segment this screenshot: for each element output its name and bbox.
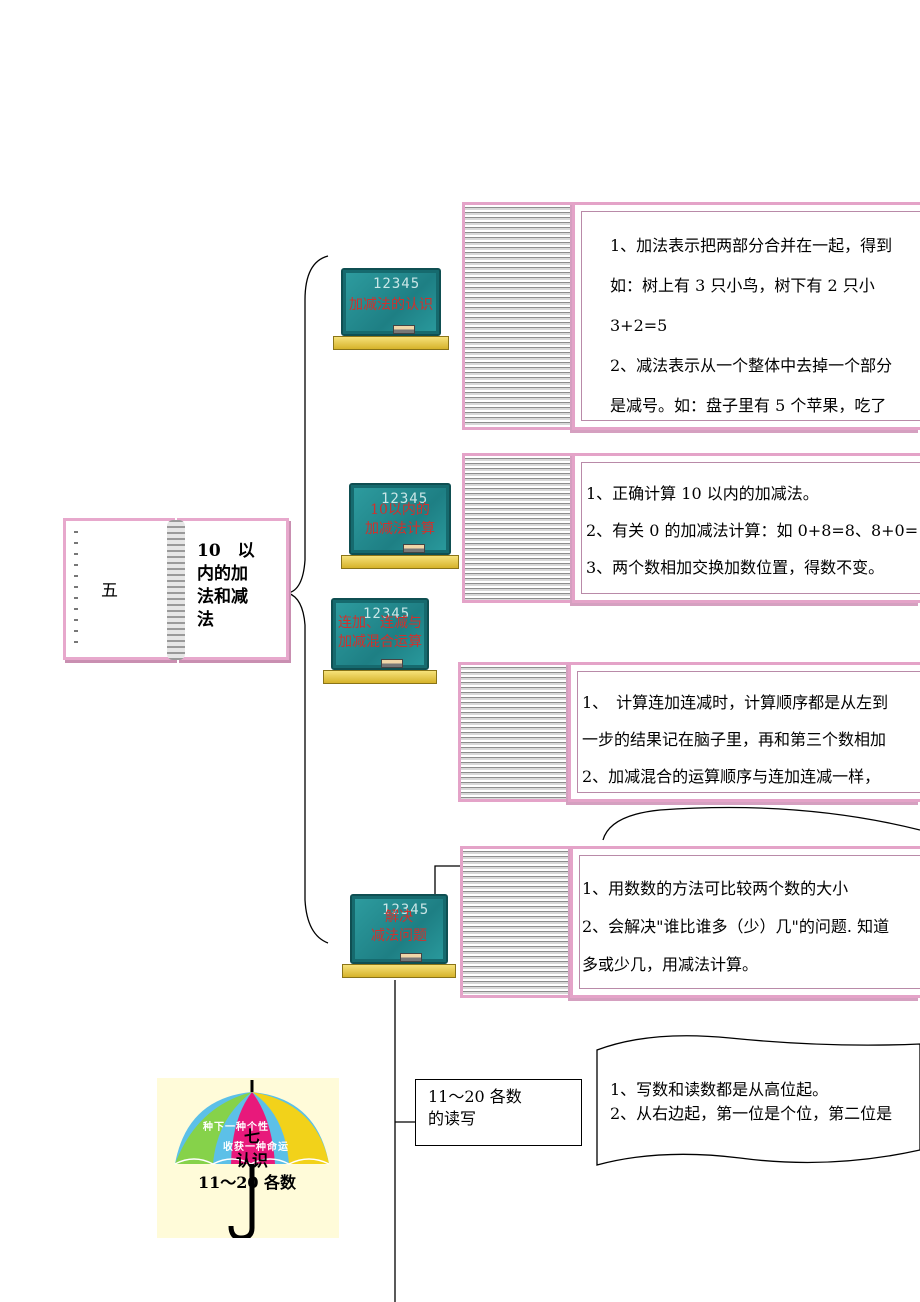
book-unit-five: 五 10 以 内的加 法和减 法 — [63, 518, 289, 662]
note-card-calculation: 1、正确计算 10 以内的加减法。 2、有关 0 的加减法计算：如 0+8=8、… — [462, 453, 920, 603]
unit-number: 五 — [101, 581, 118, 601]
chalk-tray — [333, 336, 449, 350]
eraser-icon — [400, 953, 422, 962]
umbrella-number: 七 — [243, 1127, 260, 1146]
chalkboard-label: 解决 减法问题 — [371, 909, 427, 944]
chalkboard-label: 连加、连减与 加减混合运算 — [338, 615, 422, 650]
note-card-text: 1、正确计算 10 以内的加减法。 2、有关 0 的加减法计算：如 0+8=8、… — [586, 484, 919, 577]
umbrella-unit-seven: 种下一种个性 收获一种命运 七 认识 11～20 各数 — [157, 1078, 339, 1241]
note-card-text: 1、用数数的方法可比较两个数的大小 2、会解决"谁比谁多（少）几"的问题. 知道… — [582, 879, 890, 974]
spiral-binding — [460, 846, 578, 998]
umbrella-slogan-2: 收获一种命运 — [223, 1142, 289, 1153]
umbrella-title-2: 11～20 各数 — [197, 1173, 297, 1192]
note-card-mixed: 1、 计算连加连减时，计算顺序都是从左到 一步的结果记在脑子里，再和第三个数相加… — [458, 662, 920, 802]
chalk-digits: 12345 — [373, 276, 421, 292]
chalk-digits: 12345 — [382, 902, 430, 918]
book-spine — [167, 520, 185, 660]
umbrella-title-1: 认识 — [235, 1151, 268, 1170]
umbrella-slogan-1: 种下一种个性 — [203, 1122, 269, 1133]
wave-note-text: 1、写数和读数都是从高位起。 2、从右边起，第一位是个位，第二位是 — [610, 1080, 893, 1123]
chalkboard-mixed-operations: 12345 连加、连减与 加减混合运算 — [323, 598, 437, 684]
eraser-icon — [381, 659, 403, 668]
chalk-tray — [342, 964, 456, 978]
chalk-digits: 12345 — [363, 606, 411, 622]
chalkboard-label: 加减法的认识 — [349, 297, 433, 313]
chalkboard-within-ten: 12345 10以内的 加减法计算 — [341, 483, 459, 569]
note-card-concepts: 1、加法表示把两部分合并在一起，得到 如：树上有 3 只小鸟，树下有 2 只小 … — [462, 202, 920, 430]
unit-title: 10 以 内的加 法和减 法 — [197, 541, 255, 630]
chalkboard-solve-problems: 12345 解决 减法问题 — [342, 894, 456, 978]
eraser-icon — [393, 325, 415, 334]
book-right-page — [177, 518, 289, 660]
chalk-digits: 12345 — [381, 491, 429, 507]
spiral-binding — [458, 662, 576, 802]
spiral-binding — [462, 202, 580, 430]
chalkboard-label: 10以内的 加减法计算 — [365, 502, 435, 537]
chalkboard-addition-subtraction-concept: 12345 加减法的认识 — [333, 268, 449, 350]
eraser-icon — [403, 544, 425, 553]
book-binding-dots — [74, 531, 78, 651]
box-read-write-11-20: 11～20 各数 的读写 — [415, 1079, 582, 1146]
note-card-text: 1、加法表示把两部分合并在一起，得到 如：树上有 3 只小鸟，树下有 2 只小 … — [610, 236, 893, 415]
book-left-page — [63, 518, 175, 660]
chalk-tray — [341, 555, 459, 569]
note-card-text: 1、 计算连加连减时，计算顺序都是从左到 一步的结果记在脑子里，再和第三个数相加… — [582, 693, 889, 786]
note-card-problems: 1、用数数的方法可比较两个数的大小 2、会解决"谁比谁多（少）几"的问题. 知道… — [460, 846, 920, 998]
spiral-binding — [462, 453, 580, 603]
chalk-tray — [323, 670, 437, 684]
